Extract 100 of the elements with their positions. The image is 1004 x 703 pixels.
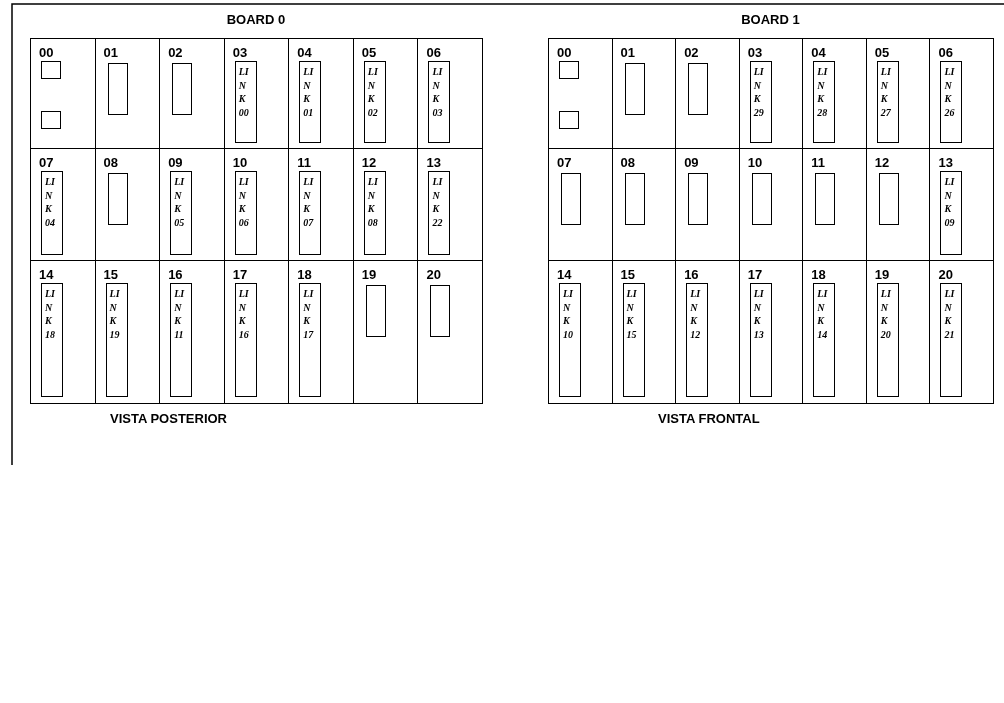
link-label: LINK 02: [367, 65, 378, 119]
slot-number: 20: [938, 267, 953, 282]
slot-number: 14: [39, 267, 54, 282]
card-slot: [430, 285, 451, 337]
card-slot: [559, 111, 579, 129]
link-label: LINK 21: [944, 287, 955, 341]
link-card: [299, 171, 322, 255]
slot-number: 13: [938, 155, 953, 170]
card-slot: [815, 173, 836, 225]
slot-number: 10: [747, 155, 763, 170]
board-slot-cell: [802, 148, 868, 262]
link-card: [940, 61, 963, 143]
slot-number: 06: [938, 45, 953, 60]
link-card: [876, 283, 899, 397]
card-slot: [41, 61, 61, 79]
slot-number: 14: [557, 267, 572, 282]
slot-number: 00: [557, 45, 572, 60]
slot-number: 06: [426, 45, 441, 60]
board-slot-cell: [929, 38, 995, 150]
slot-number: 08: [620, 155, 636, 170]
link-label: LINK 20: [880, 287, 891, 341]
link-card: [686, 283, 709, 397]
board-slot-cell: [929, 260, 995, 404]
board-title: BOARD 1: [740, 12, 801, 27]
link-card: [299, 283, 322, 397]
slot-number: 17: [232, 267, 248, 282]
link-label: LINK 17: [303, 287, 314, 341]
board-slot-cell: [30, 148, 97, 262]
board-slot-cell: [738, 260, 804, 404]
link-card: [170, 171, 193, 255]
board-slot-cell: [30, 260, 97, 404]
card-slot: [624, 63, 645, 115]
slot-number: 13: [426, 155, 441, 170]
board-slot-cell: [288, 38, 355, 150]
link-label: LINK 19: [109, 287, 120, 341]
slot-number: 18: [811, 267, 826, 282]
link-card: [622, 283, 645, 397]
link-card: [559, 283, 581, 397]
link-card: [299, 61, 322, 143]
link-label: LINK 29: [753, 65, 764, 119]
slot-number: 03: [747, 45, 763, 60]
board-slot-cell: [417, 260, 484, 404]
link-card: [234, 61, 257, 143]
slot-number: 19: [361, 267, 377, 282]
board-slot-cell: [159, 148, 226, 262]
board-slot-cell: [611, 260, 677, 404]
slot-number: 19: [874, 267, 890, 282]
link-label: LINK 12: [690, 287, 701, 341]
view-caption: VISTA FRONTAL: [658, 411, 760, 426]
link-card: [41, 171, 63, 255]
slot-number: 15: [103, 267, 119, 282]
card-slot: [688, 173, 709, 225]
link-label: LINK 15: [626, 287, 637, 341]
slot-number: 01: [103, 45, 119, 60]
card-slot: [561, 173, 581, 225]
slot-number: 15: [620, 267, 636, 282]
link-label: LINK 11: [174, 287, 185, 341]
board-slot-cell: [865, 260, 931, 404]
card-slot: [878, 173, 899, 225]
slot-number: 09: [684, 155, 699, 170]
link-card: [940, 283, 963, 397]
link-label: LINK 09: [944, 175, 955, 229]
link-label: LINK 00: [238, 65, 249, 119]
slot-number: 17: [747, 267, 763, 282]
link-card: [813, 61, 836, 143]
board-slot-cell: [30, 38, 97, 150]
link-label: LINK 05: [174, 175, 185, 229]
board-slot-cell: [548, 38, 614, 150]
board-slot-cell: [802, 260, 868, 404]
link-card: [876, 61, 899, 143]
card-slot: [624, 173, 645, 225]
link-card: [940, 171, 963, 255]
link-card: [749, 283, 772, 397]
slot-number: 10: [232, 155, 248, 170]
board-slot-cell: [675, 148, 741, 262]
link-label: LINK 28: [817, 65, 828, 119]
link-label: LINK 18: [45, 287, 55, 341]
slot-number: 20: [426, 267, 441, 282]
slot-number: 16: [168, 267, 183, 282]
board-slot-cell: [417, 38, 484, 150]
card-slot: [559, 61, 579, 79]
link-label: LINK 14: [817, 287, 828, 341]
board-slot-cell: [417, 148, 484, 262]
board-slot-cell: [352, 260, 419, 404]
link-label: LINK 22: [432, 175, 443, 229]
slot-number: 02: [684, 45, 699, 60]
slot-number: 05: [874, 45, 890, 60]
link-label: LINK 06: [238, 175, 249, 229]
card-slot: [107, 173, 128, 225]
link-label: LINK 13: [753, 287, 764, 341]
card-slot: [107, 63, 128, 115]
card-slot: [41, 111, 61, 129]
card-slot: [172, 63, 193, 115]
slot-number: 04: [297, 45, 312, 60]
board-slot-cell: [548, 148, 614, 262]
link-label: LINK 27: [880, 65, 891, 119]
link-label: LINK 07: [303, 175, 314, 229]
slot-number: 11: [811, 155, 826, 170]
slot-number: 02: [168, 45, 183, 60]
board-title: BOARD 0: [225, 12, 287, 27]
